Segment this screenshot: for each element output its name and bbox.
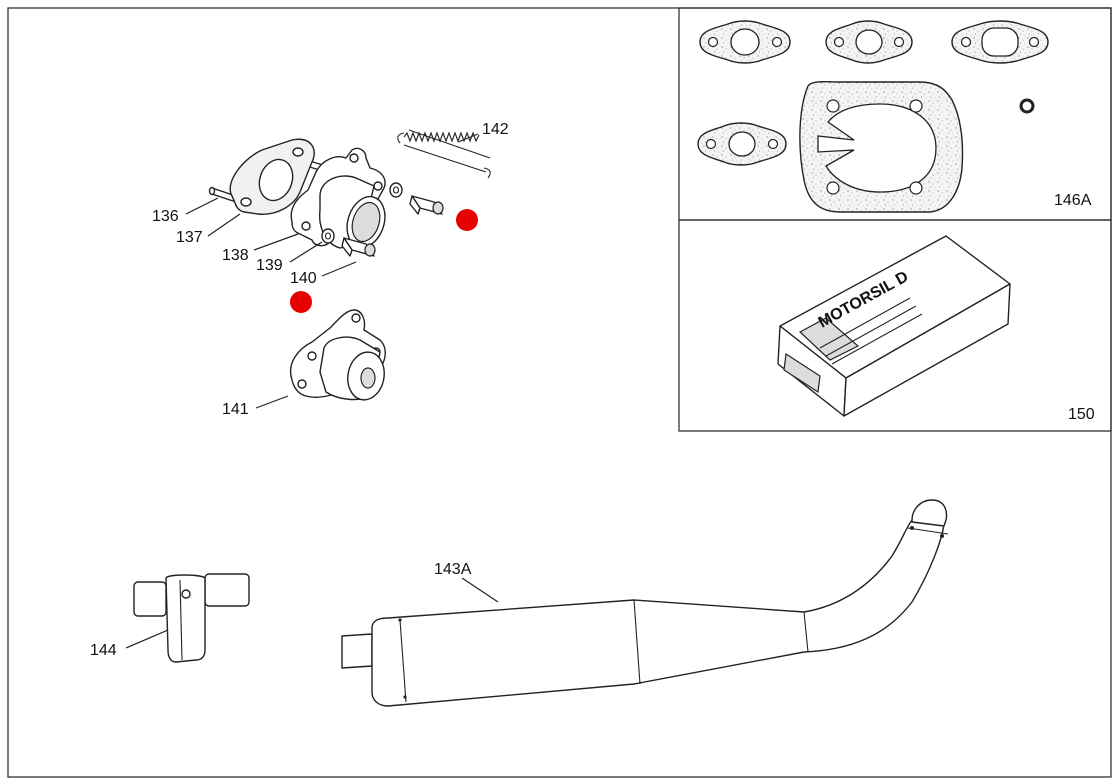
label-144: 144	[90, 642, 117, 659]
label-138: 138	[222, 247, 249, 264]
leader-142	[457, 133, 479, 143]
label-139: 139	[256, 257, 283, 274]
leader-139	[289, 241, 323, 263]
label-146a: 146A	[1054, 192, 1092, 209]
label-136: 136	[152, 208, 179, 225]
label-142: 142	[482, 121, 509, 138]
label-140: 140	[290, 270, 317, 287]
part-146a-gasket-kit	[697, 20, 1049, 213]
leader-137	[207, 213, 241, 237]
part-140-nuts	[341, 195, 444, 257]
part-138-manifold-flange	[290, 147, 386, 249]
label-143a: 143A	[434, 561, 472, 578]
part-143a-exhaust	[341, 499, 949, 707]
part-142-spring	[397, 129, 491, 179]
label-137: 137	[176, 229, 203, 246]
part-139-washers	[321, 182, 403, 244]
part-141-manifold	[289, 309, 386, 401]
part-137-flange-gasket	[229, 138, 315, 215]
part-150-sealant-box: MOTORSIL D	[777, 235, 1011, 417]
marker-dot-upper	[456, 209, 478, 231]
label-141: 141	[222, 401, 249, 418]
leader-136	[185, 197, 219, 215]
label-150: 150	[1068, 406, 1095, 423]
sealant-panel	[678, 219, 1112, 432]
part-144-bracket	[133, 573, 250, 663]
leader-141	[255, 395, 289, 409]
leader-144	[125, 629, 169, 649]
leader-143a	[461, 577, 499, 603]
marker-dot-lower	[290, 291, 312, 313]
leader-140	[321, 261, 357, 277]
leader-138	[253, 233, 299, 251]
